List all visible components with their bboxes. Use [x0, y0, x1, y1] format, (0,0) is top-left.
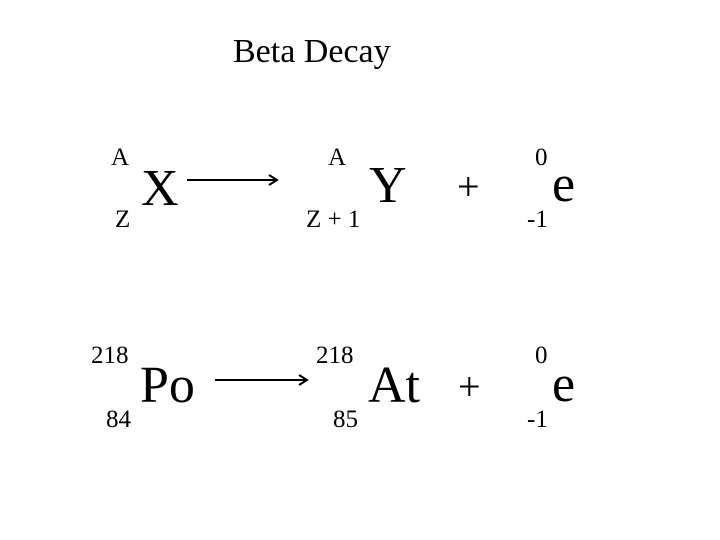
plus-sign: + — [457, 164, 480, 209]
parent-symbol: Po — [140, 357, 195, 414]
daughter-mass-number: A — [328, 144, 347, 171]
reaction-arrow-icon — [187, 174, 279, 186]
daughter-atomic-number: Z + 1 — [306, 206, 361, 233]
electron-mass-number: 0 — [535, 342, 548, 369]
daughter-mass-number: 218 — [316, 342, 354, 369]
parent-mass-number: A — [111, 144, 130, 171]
daughter-atomic-number: 85 — [333, 406, 358, 433]
electron-symbol: e — [552, 156, 576, 213]
daughter-symbol: Y — [369, 157, 407, 214]
electron-symbol: e — [552, 356, 576, 413]
parent-mass-number: 218 — [91, 342, 129, 369]
reaction-arrow-icon — [215, 374, 309, 386]
daughter-symbol: At — [368, 357, 420, 414]
parent-atomic-number: Z — [115, 206, 131, 233]
electron-charge-number: -1 — [527, 206, 548, 233]
slide-title: Beta Decay — [233, 33, 391, 70]
plus-sign: + — [458, 364, 481, 409]
parent-symbol: X — [141, 160, 179, 217]
electron-charge-number: -1 — [527, 406, 548, 433]
electron-mass-number: 0 — [535, 144, 548, 171]
parent-atomic-number: 84 — [106, 406, 131, 433]
